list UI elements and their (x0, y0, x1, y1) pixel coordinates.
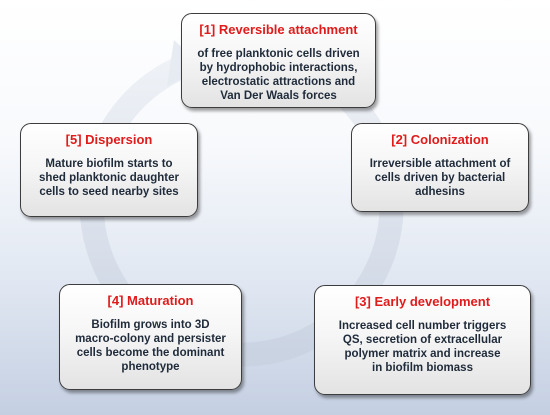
stage-dispersion: [5] Dispersion Mature biofilm starts to … (20, 123, 198, 217)
stage-title: [2] Colonization (391, 132, 489, 147)
stage-title: [4] Maturation (107, 293, 194, 308)
stage-title: [3] Early development (354, 294, 491, 309)
description-line: macro-colony and persister (75, 333, 226, 345)
description-line: polymer matrix and increase (344, 348, 501, 360)
description-line: in biofilm biomass (372, 362, 473, 374)
description-line: cells driven by bacterial (374, 172, 506, 184)
description-line: electrostatic attractions and (201, 76, 356, 88)
stage-colonization: [2] Colonization Irreversible attachment… (351, 123, 529, 212)
stage-maturation: [4] Maturation Biofilm grows into 3D mac… (59, 284, 242, 390)
stage-reversible-attachment: [1] Reversible attachment of free plankt… (181, 13, 376, 108)
stage-early-development: [3] Early development Increased cell num… (314, 285, 531, 395)
description-line: Increased cell number triggers (338, 320, 507, 332)
stage-description: Biofilm grows into 3D macro-colony and p… (66, 318, 235, 374)
description-line: phenotype (121, 361, 180, 373)
stage-description: Increased cell number triggers QS, secre… (321, 319, 524, 375)
description-line: cells become the dominant (76, 347, 225, 359)
description-line: Irreversible attachment of (369, 158, 511, 170)
description-line: Mature biofilm starts to (45, 158, 173, 170)
description-line: by hydrophobic interactions, (199, 62, 358, 74)
description-line: QS, secretion of extracellular (342, 334, 503, 346)
stage-title: [1] Reversible attachment (199, 22, 358, 37)
stage-description: Irreversible attachment of cells driven … (358, 157, 522, 199)
description-line: Van Der Waals forces (220, 90, 337, 102)
description-line: cells to seed nearby sites (39, 186, 179, 198)
description-line: Biofilm grows into 3D (91, 319, 210, 331)
stage-description: of free planktonic cells driven by hydro… (188, 47, 369, 103)
description-line: shed planktonic daughter (39, 172, 179, 184)
description-line: adhesins (415, 186, 465, 198)
stage-description: Mature biofilm starts to shed planktonic… (27, 157, 191, 199)
description-line: of free planktonic cells driven (197, 48, 360, 60)
stage-title: [5] Dispersion (65, 132, 153, 147)
